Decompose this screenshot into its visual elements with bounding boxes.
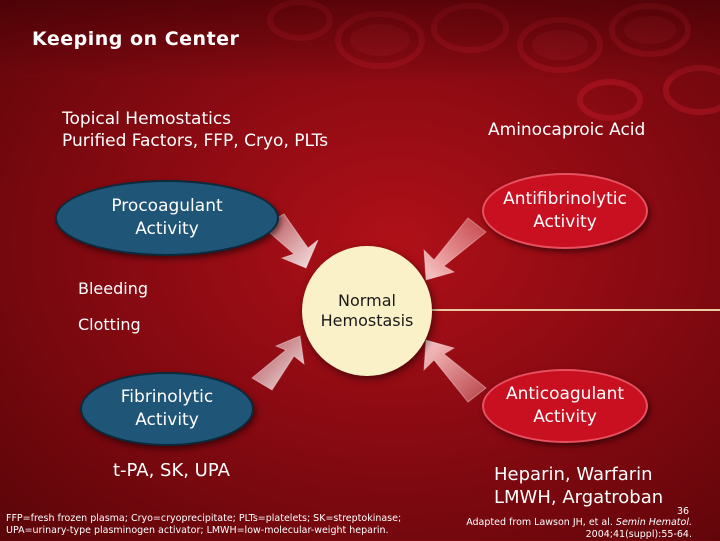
anticoagulant-agents-text: Heparin, Warfarin LMWH, Argatroban [494,463,663,509]
citation-prefix: Adapted from Lawson JH, et al. [466,517,613,528]
slide-title: Keeping on Center [32,28,240,50]
header-band [0,0,720,78]
antifibrinolytic-activity-oval: Antifibrinolytic Activity [482,173,648,249]
page-number: 36 [677,506,690,517]
fibrinolytic-activity-oval: Fibrinolytic Activity [80,372,254,446]
anticoagulant-activity-oval: Anticoagulant Activity [482,369,648,443]
antifibrinolytic-line1: Antifibrinolytic [503,189,627,209]
procoagulant-line1: Procoagulant [111,196,223,216]
fibrinolytic-line1: Fibrinolytic [120,387,214,407]
footnote-line2: UPA=urinary-type plasminogen activator; … [6,525,389,536]
bottom-right-line1: Heparin, Warfarin [494,464,653,485]
aminocaproic-acid-text: Aminocaproic Acid [488,120,646,140]
top-left-line1: Topical Hemostatics [62,109,232,129]
citation-line2: 2004;41(suppl):55-64. [585,529,692,540]
normal-hemostasis-circle: Normal Hemostasis [302,246,432,376]
top-left-line2: Purified Factors, FFP, Cryo, PLTs [62,131,329,151]
anticoagulant-arrow [423,339,487,403]
procoagulant-line2: Activity [135,219,199,239]
footnote-line1: FFP=fresh frozen plasma; Cryo=cryoprecip… [6,513,402,524]
abbreviations-footnote: FFP=fresh frozen plasma; Cryo=cryoprecip… [6,513,401,537]
center-line2: Hemostasis [320,311,414,330]
balance-line [432,309,720,311]
citation-journal: Semin Hematol. [615,517,692,528]
clotting-label: Clotting [78,315,141,334]
antifibrinolytic-line2: Activity [533,212,597,232]
bleeding-label: Bleeding [78,279,149,298]
bottom-right-line2: LMWH, Argatroban [494,487,664,508]
anticoagulant-line1: Anticoagulant [505,384,625,404]
topical-hemostatics-text: Topical Hemostatics Purified Factors, FF… [62,108,328,152]
fibrinolytic-arrow [251,335,305,391]
antifibrinolytic-arrow [423,217,487,281]
fibrinolytic-agents-text: t-PA, SK, UPA [113,460,230,481]
fibrinolytic-line2: Activity [135,410,199,430]
center-line1: Normal [338,291,396,310]
anticoagulant-line2: Activity [533,407,597,427]
source-citation: Adapted from Lawson JH, et al. Semin Hem… [466,517,692,541]
procoagulant-activity-oval: Procoagulant Activity [55,180,279,256]
